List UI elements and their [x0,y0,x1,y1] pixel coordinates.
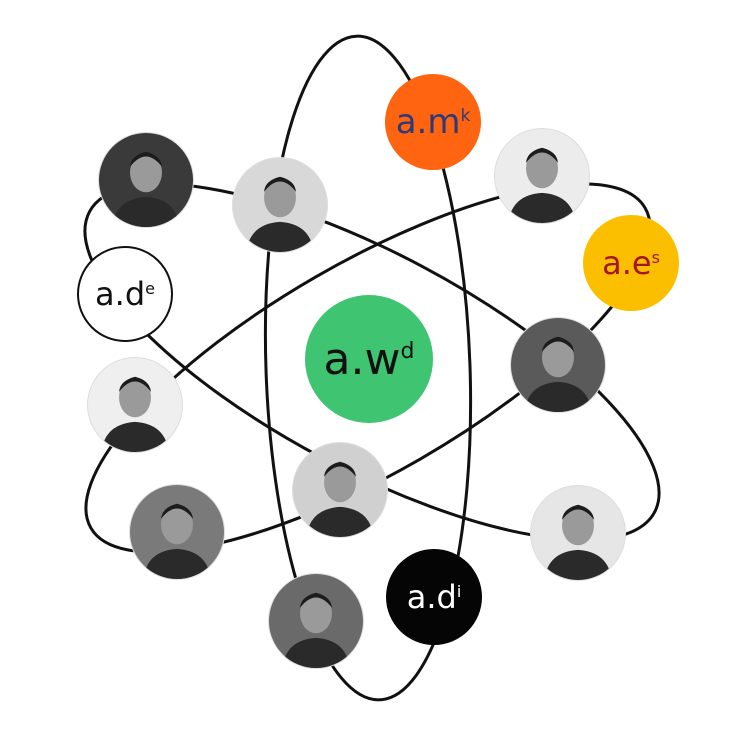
node-aes[interactable]: a.es [583,215,679,311]
orbit-diagonal-up [84,182,652,554]
node-adi[interactable]: a.di [386,549,482,645]
person-icon [508,147,576,223]
node-ade[interactable]: a.de [77,246,173,342]
person-icon [306,461,374,537]
person-icon [544,504,612,580]
team-member-photo[interactable] [530,485,626,581]
orbit-vertical [263,34,473,702]
person-icon [112,151,180,227]
team-member-photo[interactable] [292,442,388,538]
person-icon [282,592,350,668]
team-member-photo[interactable] [87,357,183,453]
person-icon [524,336,592,412]
team-member-photo[interactable] [494,128,590,224]
node-aes-label: a.es [602,244,660,282]
node-ade-label: a.de [95,275,155,313]
node-amk[interactable]: a.mk [385,74,481,170]
team-member-photo[interactable] [510,317,606,413]
team-member-photo[interactable] [129,484,225,580]
team-member-photo[interactable] [232,157,328,253]
node-awd[interactable]: a.wd [305,295,433,423]
person-icon [143,503,211,579]
node-awd-label: a.wd [323,333,415,385]
node-adi-label: a.di [406,578,462,616]
team-member-photo[interactable] [98,132,194,228]
person-icon [246,176,314,252]
team-member-photo[interactable] [268,573,364,669]
node-amk-label: a.mk [395,102,471,142]
person-icon [101,376,169,452]
